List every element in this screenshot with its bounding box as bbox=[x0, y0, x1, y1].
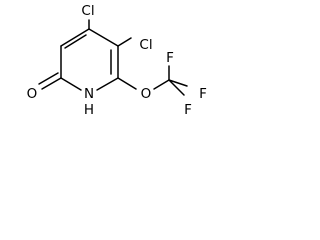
atom-label-o-carbonyl: O bbox=[27, 86, 38, 102]
atom-label-cl-top: Cl bbox=[81, 3, 94, 19]
atom-label-f1: F bbox=[166, 50, 174, 66]
bond-c2-o-carbonyl-a bbox=[41, 77, 62, 90]
bond-o-cf3 bbox=[153, 79, 170, 90]
bond-cf3-f3 bbox=[168, 79, 185, 96]
bond-cf3-f2 bbox=[168, 79, 188, 87]
atom-label-h: H bbox=[84, 102, 94, 118]
atom-label-f3: F bbox=[184, 102, 192, 118]
bond-c5-c4 bbox=[88, 28, 119, 47]
bond-c5-cl bbox=[117, 37, 132, 47]
atom-label-o-ether: O bbox=[141, 86, 152, 102]
atom-label-cl-right: Cl bbox=[139, 37, 152, 53]
atom-label-n: N bbox=[84, 86, 94, 102]
bond-c3-c4-inner bbox=[64, 34, 87, 49]
bond-c6-o-ether bbox=[117, 77, 137, 90]
molecule-structure: Cl Cl O N H O F F F bbox=[27, 3, 207, 118]
bond-c2-o-carbonyl-b bbox=[38, 72, 59, 85]
bond-c4-c3 bbox=[60, 28, 90, 47]
bond-c2-n1 bbox=[60, 77, 82, 91]
atom-label-f2: F bbox=[199, 86, 207, 102]
bond-n1-c6 bbox=[96, 77, 119, 91]
